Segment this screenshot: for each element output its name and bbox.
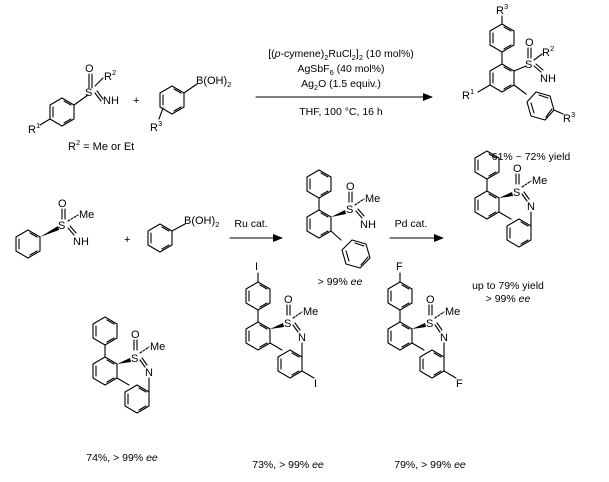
sulfur-label-product: S	[525, 59, 532, 71]
bond-ring-boron	[183, 83, 198, 94]
middle-reaction: O S Me NH + B(OH)2 Ru cat. O	[15, 150, 547, 305]
lower-phenyl-ring	[341, 239, 371, 269]
nh-label-product: NH	[540, 73, 556, 85]
reactant-arylboronic-acid: B(OH)2 R3	[150, 75, 231, 134]
oxygen-label: O	[58, 198, 67, 210]
fluoro-label-top: F	[396, 261, 403, 273]
r1-label-product: R1	[462, 87, 474, 102]
ee-intermediate: > 99% ee	[318, 276, 363, 288]
bond-ring-r3	[158, 107, 164, 120]
pd-catalyst-label: Pd cat.	[395, 218, 428, 230]
methyl-label-prod: Me	[532, 175, 547, 187]
ring-a	[474, 190, 500, 220]
reactant-aryl-sulfoximine: O S NH R2 R1 R2 = Me or Et	[28, 63, 134, 153]
plus-sign: +	[124, 234, 130, 246]
bond-s-r2	[94, 77, 104, 87]
catalyst-condition: [(p-cymene)2RuCl2]2 (10 mol%)	[268, 48, 414, 62]
r2-definition: R2 = Me or Et	[68, 138, 134, 153]
methyl-label-int: Me	[365, 193, 380, 205]
sulfur-label-int: S	[346, 204, 353, 216]
solvent-temp-condition: THF, 100 °C, 16 h	[299, 106, 383, 118]
scope-compound-2: I O S Me N I 73%, > 99% ee	[245, 261, 324, 471]
r2-label-product: R2	[542, 44, 554, 59]
yield-pd: up to 79% yield	[472, 280, 544, 292]
ee-product: > 99% ee	[486, 293, 531, 305]
oxygen-label-int: O	[346, 181, 355, 193]
nitrogen-label-c2: N	[298, 332, 306, 344]
result-c1: 74%, > 99% ee	[86, 452, 158, 464]
upper-aryl-ring	[489, 23, 515, 53]
nh-label: NH	[73, 236, 89, 248]
iodo-label-bottom: I	[314, 378, 317, 390]
reactant-chiral-sulfoximine: O S Me NH	[15, 198, 94, 259]
result-c2: 73%, > 99% ee	[252, 459, 324, 471]
r3-label-upper: R3	[496, 2, 508, 17]
benzene-ring	[49, 97, 75, 127]
yield-top: 61% ~ 72% yield	[492, 151, 571, 163]
oxygen-label-c2: O	[284, 294, 293, 306]
nitrogen-label-c1: N	[145, 367, 153, 379]
top-reaction: O S NH R2 R1 R2 = Me or Et + B(OH)2 R3 […	[28, 2, 575, 163]
benzene-ring	[159, 85, 185, 115]
scope-compound-1: O S Me N 74%, > 99% ee	[86, 316, 165, 464]
oxygen-label-c1: O	[131, 329, 140, 341]
reaction-conditions-top: [(p-cymene)2RuCl2]2 (10 mol%) AgSbF6 (40…	[255, 48, 433, 118]
ring-c	[506, 218, 532, 248]
upper-phenyl-ring	[306, 169, 332, 199]
fluoro-label-bottom: F	[456, 378, 463, 390]
reactant-phenylboronic-acid: B(OH)2	[147, 215, 219, 253]
central-ring	[306, 209, 332, 239]
nitrogen-label-c3: N	[440, 332, 448, 344]
nh-label-int: NH	[360, 219, 376, 231]
methyl-label: Me	[79, 209, 94, 221]
boronic-acid-label: B(OH)2	[196, 75, 231, 89]
nitrogen-label-prod: N	[527, 201, 535, 213]
sulfur-label-c1: S	[131, 353, 138, 365]
product-terphenyl-sulfoximine: R3 R1 O S R2 NH R3 61% ~ 72% yield	[462, 2, 575, 163]
sulfur-label-c2: S	[284, 318, 291, 330]
intermediate-terphenyl-sulfoximine: O S Me NH > 99% ee	[306, 169, 380, 288]
iodo-label-top: I	[255, 261, 258, 273]
substrate-scope: O S Me N 74%, > 99% ee I O S Me	[86, 261, 466, 471]
central-ring	[489, 63, 515, 93]
methyl-label-c1: Me	[150, 341, 165, 353]
scope-compound-3: F O S Me N F 79%, > 99% ee	[387, 261, 466, 471]
bond-s-n	[94, 90, 104, 102]
boronic-acid-label: B(OH)2	[184, 215, 219, 229]
benzene-ring	[15, 229, 41, 259]
sulfur-label-c3: S	[426, 318, 433, 330]
r2-label: R2	[104, 68, 116, 83]
r3-label-lower: R3	[563, 110, 575, 125]
oxygen-label-c3: O	[426, 294, 435, 306]
r1-label: R1	[28, 121, 40, 136]
plus-sign: +	[133, 95, 139, 107]
result-c3: 79%, > 99% ee	[394, 459, 466, 471]
lower-aryl-ring	[526, 91, 555, 121]
r3-label: R3	[150, 119, 162, 134]
bond-ring-s	[73, 94, 89, 106]
ru-catalyst-label: Ru cat.	[234, 218, 267, 230]
sulfur-label: S	[58, 220, 65, 232]
nh-label: NH	[103, 95, 119, 107]
bond-s-o	[88, 73, 93, 89]
oxygen-label-prod: O	[513, 163, 522, 175]
oxygen-label-product: O	[525, 37, 534, 49]
additive-condition: AgSbF6 (40 mol%)	[297, 63, 384, 77]
oxygen-label: O	[85, 63, 94, 75]
product-cyclized-sulfoximine: O S Me N up to 79% yield > 99% ee	[472, 150, 547, 305]
benzene-ring	[147, 223, 173, 253]
bond-ring-r1	[39, 118, 51, 126]
oxidant-condition: Ag2O (1.5 equiv.)	[301, 78, 381, 92]
methyl-label-c3: Me	[445, 306, 460, 318]
sulfur-label-prod: S	[513, 187, 520, 199]
methyl-label-c2: Me	[303, 306, 318, 318]
sulfur-label: S	[85, 87, 92, 99]
